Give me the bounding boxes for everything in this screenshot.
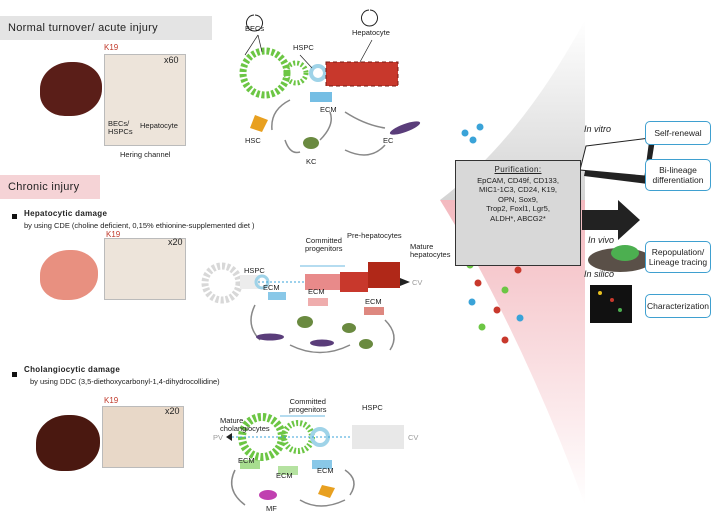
- liver-image-hep: [40, 250, 98, 300]
- box-characterization: Characterization: [645, 294, 711, 318]
- box-bilineage: Bi-lineage differentiation: [645, 159, 711, 191]
- hep-label-hspc: HSPC: [244, 266, 265, 275]
- chol-label-mf: MF: [266, 504, 277, 513]
- hep-label-mature: Mature hepatocytes: [410, 242, 451, 260]
- purification-marker: Trop2, Foxl1, Lgr5,: [486, 204, 550, 214]
- diag-label-hepatocyte: Hepatocyte: [352, 28, 390, 37]
- diag-label-ecm: ECM: [320, 105, 337, 114]
- micrograph-normal: [104, 54, 186, 146]
- normal-section-title: Normal turnover/ acute injury: [8, 22, 158, 34]
- zoom-label-chol: x20: [165, 406, 180, 416]
- arrow-right: [582, 200, 640, 240]
- chol-label-pv: PV: [213, 433, 224, 442]
- micrograph-hep: [104, 238, 186, 300]
- funnel-upper: [440, 20, 585, 200]
- marker-k19: K19: [104, 43, 119, 52]
- purification-marker: ALDH*, ABCG2*: [490, 213, 546, 223]
- diag-label-becs: BECs: [245, 24, 265, 33]
- cholangiocytic-title: Cholangiocytic damage: [24, 365, 121, 374]
- diag-label-hspc: HSPC: [293, 43, 314, 52]
- marker-k19-chol: K19: [104, 396, 119, 405]
- diag-label-kc: KC: [306, 157, 317, 166]
- liver-image-chol: [36, 415, 100, 471]
- label-in-vitro: In vitro: [584, 124, 612, 134]
- chol-label-ecm-2: ECM: [276, 471, 293, 480]
- box-repopulation: Repopulation/ Lineage tracing: [645, 241, 711, 273]
- label-becs-hspcs: BECs/ HSPCs: [108, 119, 133, 137]
- micrograph-chol: [102, 406, 184, 468]
- hepatocytic-diagram: [201, 262, 410, 354]
- marker-k19-hep: K19: [106, 230, 121, 239]
- bullet-hepatocytic: [12, 214, 17, 219]
- chol-label-ecm-3: ECM: [317, 466, 334, 475]
- purification-marker: OPN, Sox9,: [497, 194, 539, 204]
- zoom-label: x60: [164, 55, 179, 65]
- cholangiocytic-diagram: [226, 413, 404, 507]
- label-in-vivo: In vivo: [588, 235, 615, 245]
- hep-label-ecm-2: ECM: [308, 287, 325, 296]
- chol-label-committed: Committed progenitors: [289, 397, 327, 415]
- purification-title: Purification:: [494, 165, 542, 174]
- chol-label-cv: CV: [408, 433, 419, 442]
- cholangiocytic-subtitle: by using DDC (3,5-diethoxycarbonyl-1,4-d…: [30, 377, 220, 386]
- normal-section-band: [0, 16, 212, 40]
- chronic-section-band: [0, 175, 100, 199]
- liver-image: [40, 62, 102, 116]
- normal-diagram: [239, 9, 421, 156]
- label-hepatocyte: Hepatocyte: [140, 121, 178, 130]
- funnel-lower: [440, 200, 585, 505]
- purification-marker: EpCAM, CD49f, CD133,: [477, 176, 559, 185]
- box-self-renewal: Self-renewal: [645, 121, 711, 145]
- application-icons: [579, 137, 655, 323]
- diag-label-ec: EC: [383, 136, 394, 145]
- chol-label-ecm-1: ECM: [238, 456, 255, 465]
- hep-label-ecm-1: ECM: [263, 283, 280, 292]
- hepatocytic-subtitle: by using CDE (choline deficient, 0,15% e…: [24, 221, 255, 230]
- chol-label-hspc: HSPC: [362, 403, 383, 412]
- hepatocytic-title: Hepatocytic damage: [24, 209, 108, 218]
- purification-box: Purification: EpCAM, CD49f, CD133, MIC1-…: [455, 160, 581, 266]
- hep-label-committed: Committed progenitors: [305, 236, 343, 254]
- hep-label-ecm-3: ECM: [365, 297, 382, 306]
- bullet-cholangiocytic: [12, 372, 17, 377]
- hep-label-cv: CV: [412, 278, 423, 287]
- hep-label-pre-hepatocytes: Pre-hepatocytes: [347, 231, 402, 240]
- chol-label-mature: Mature cholangiocytes: [220, 416, 270, 434]
- purification-marker: MIC1-1C3, CD24, K19,: [478, 185, 558, 195]
- chronic-section-title: Chronic injury: [8, 181, 80, 193]
- zoom-label-hep: x20: [168, 237, 183, 247]
- label-in-silico: In silico: [584, 269, 615, 279]
- label-hering-channel: Hering channel: [120, 150, 171, 159]
- diag-label-hsc: HSC: [245, 136, 261, 145]
